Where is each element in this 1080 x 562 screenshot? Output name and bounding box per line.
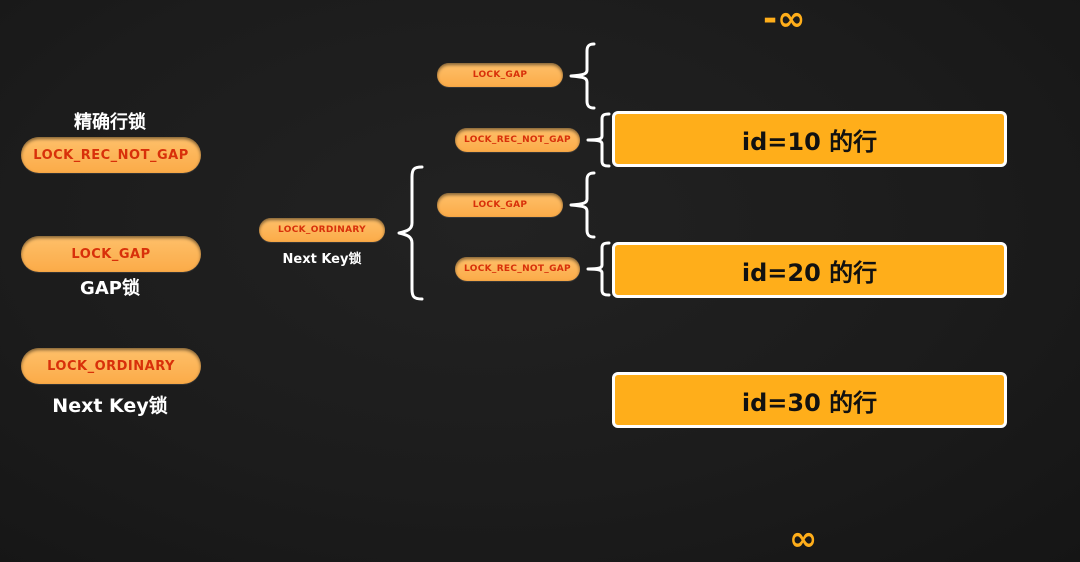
legend-pill-lock-gap: LOCK_GAP	[21, 236, 201, 272]
negative-infinity-label: -∞	[763, 0, 806, 39]
gap-pill-lock-rec-not-gap-2: LOCK_REC_NOT_GAP	[455, 257, 580, 281]
legend-caption-next-key-lock: Next Key锁	[52, 395, 168, 417]
legend-pill-lock-rec-not-gap: LOCK_REC_NOT_GAP	[21, 137, 201, 173]
legend-caption-gap-lock: GAP锁	[80, 278, 140, 299]
positive-infinity-label: ∞	[789, 519, 818, 559]
gap-pill-lock-rec-not-gap-1: LOCK_REC_NOT_GAP	[455, 128, 580, 152]
gap-pill-lock-gap-2: LOCK_GAP	[437, 193, 563, 217]
next-key-caption: Next Key锁	[282, 252, 362, 267]
row-id-30: id=30 的行	[612, 372, 1007, 428]
next-key-brace	[397, 165, 424, 301]
next-key-pill-lock-ordinary: LOCK_ORDINARY	[259, 218, 385, 242]
row-id-10: id=10 的行	[612, 111, 1007, 167]
gap-pill-lock-gap-1: LOCK_GAP	[437, 63, 563, 87]
gap-brace-2	[569, 171, 596, 239]
row-brace-2	[586, 241, 611, 297]
legend-caption-exact-row-lock: 精确行锁	[74, 112, 146, 133]
gap-brace-1	[569, 42, 596, 110]
legend-pill-lock-ordinary: LOCK_ORDINARY	[21, 348, 201, 384]
row-brace-1	[586, 112, 611, 168]
row-id-20: id=20 的行	[612, 242, 1007, 298]
